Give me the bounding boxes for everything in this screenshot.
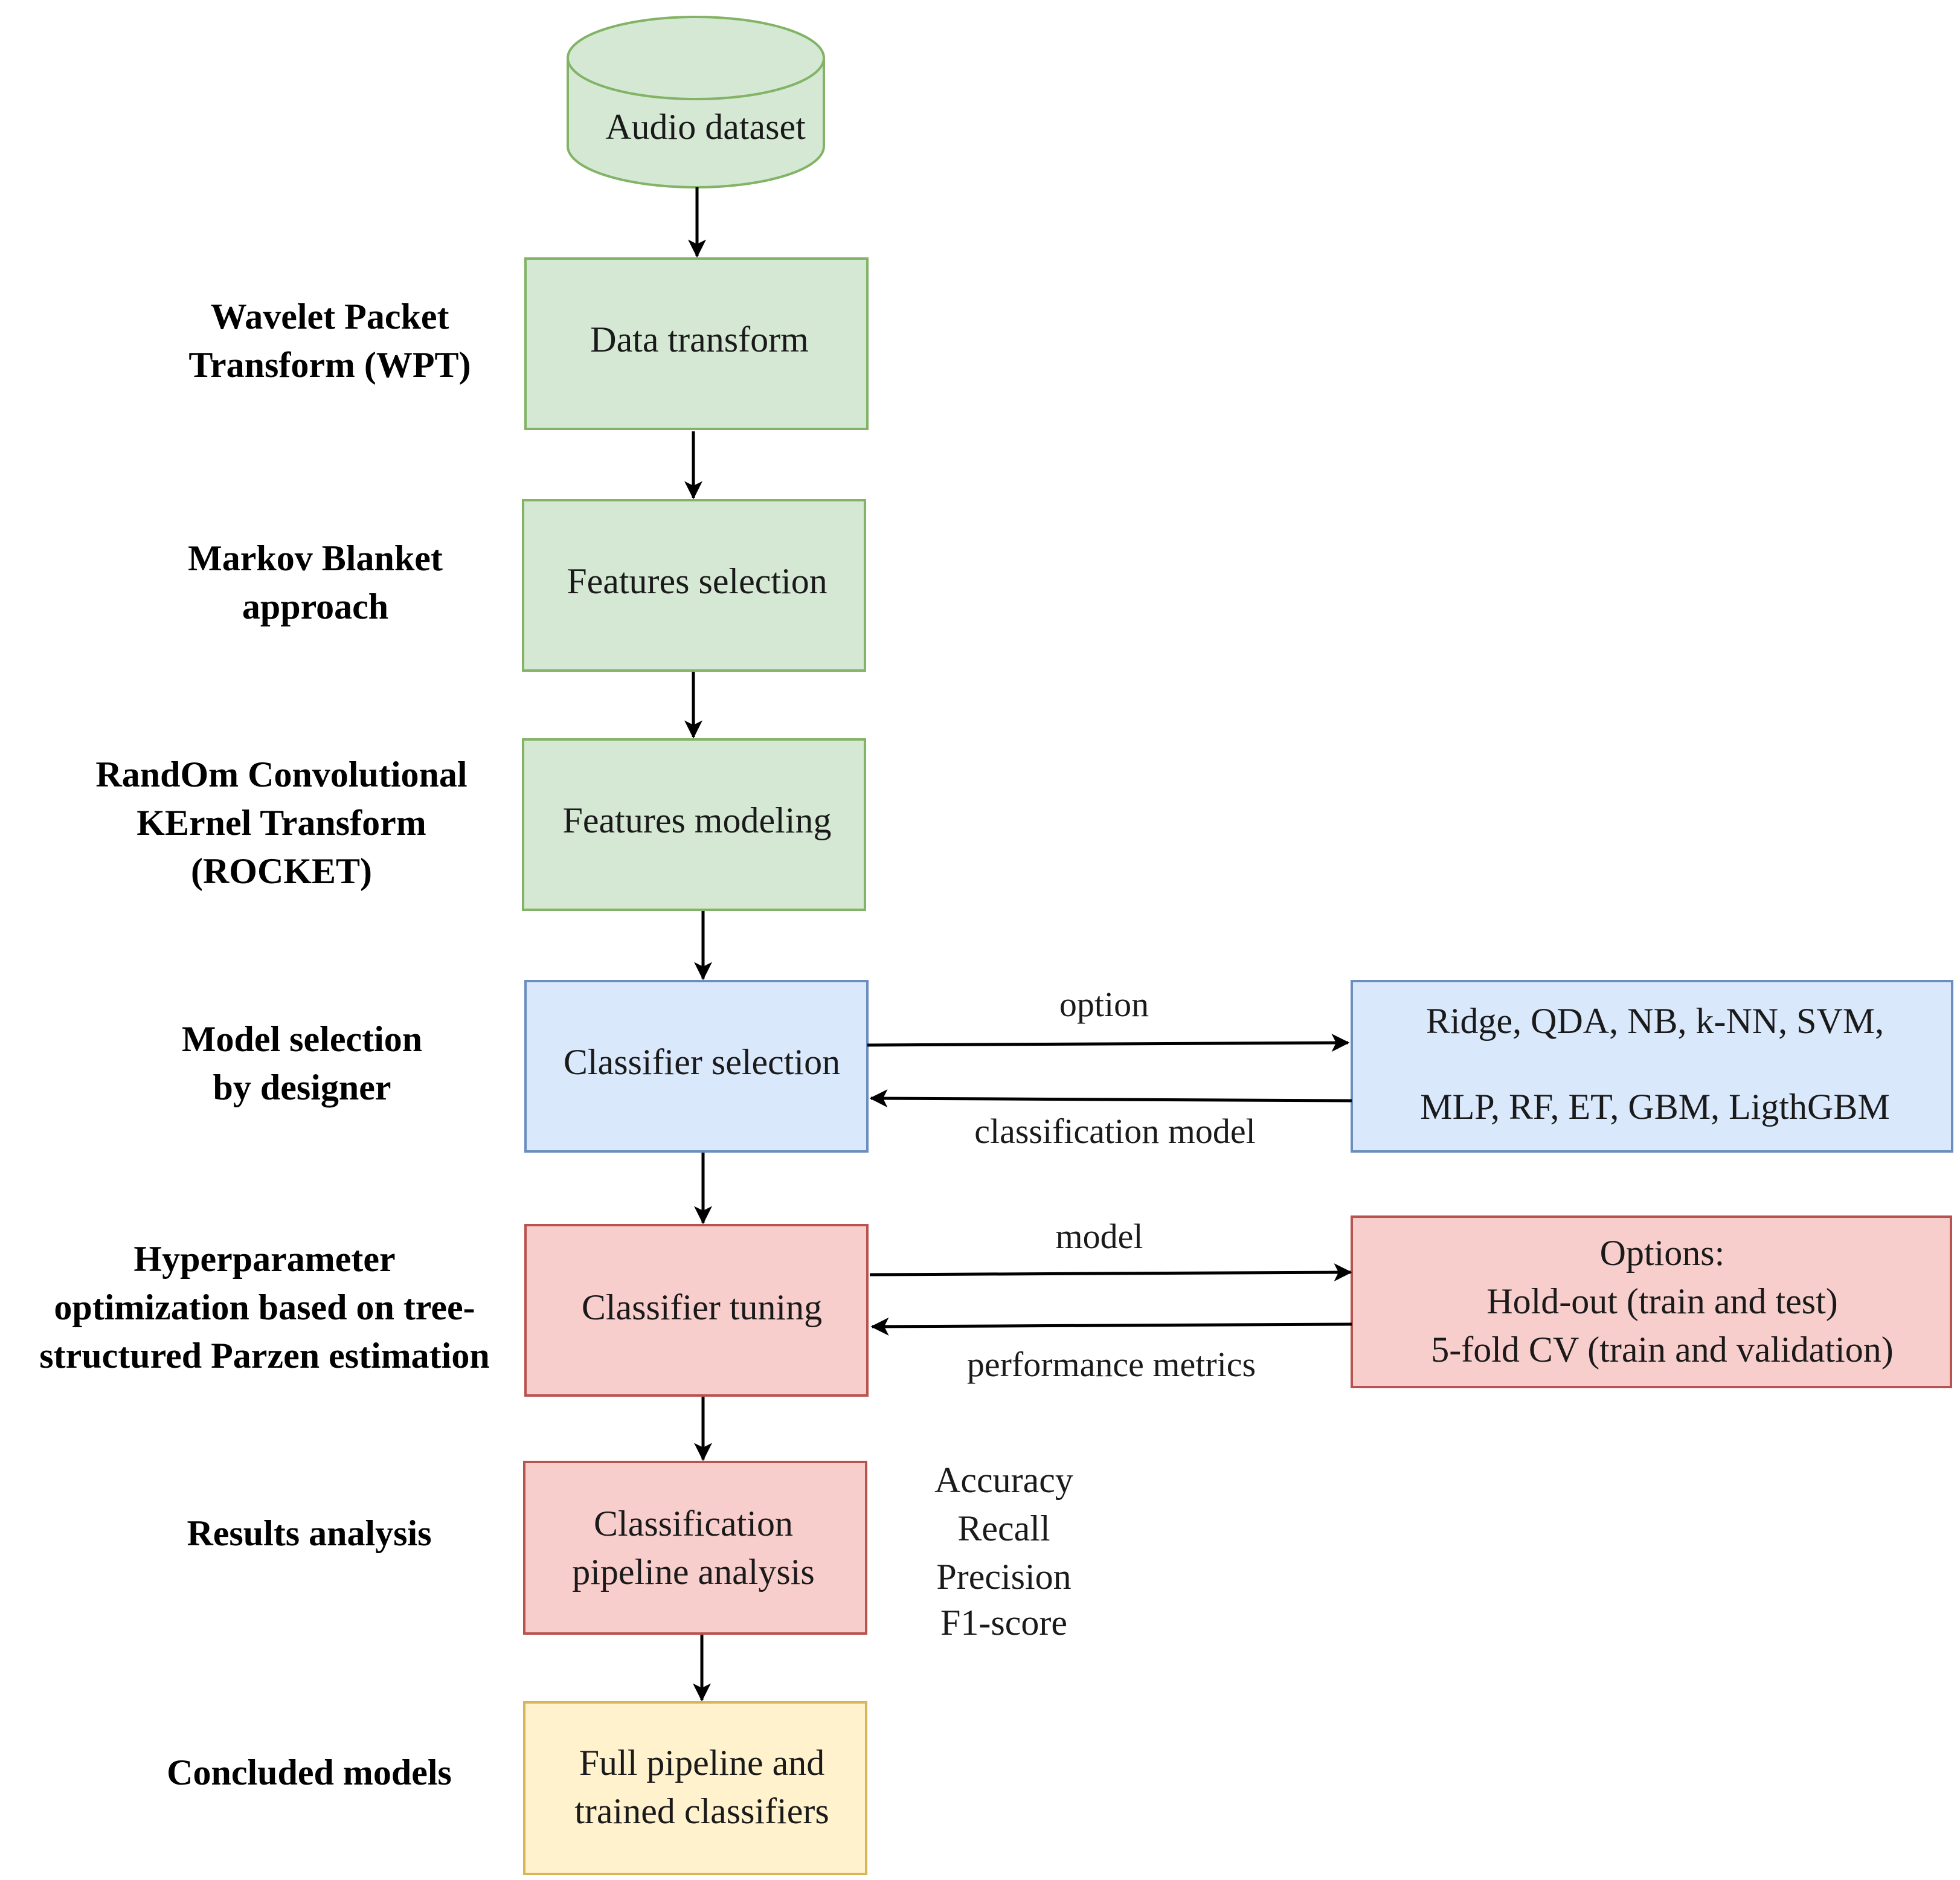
stage-label-concluded: Concluded models (167, 1753, 452, 1792)
classifier-options-line-1: Ridge, QDA, NB, k-NN, SVM, (1426, 1001, 1884, 1041)
stage-label-rocket: RandOm Convolutional KErnel Transform (R… (95, 755, 467, 891)
stage-label-model-selection: Model selection by designer (182, 1019, 422, 1107)
full-pipeline-node: Full pipeline and trained classifiers (523, 1701, 867, 1875)
tuning-options-node: Options: Hold-out (train and test) 5-fol… (1351, 1215, 1952, 1388)
stage-label-model-selection-line-2: by designer (213, 1067, 391, 1107)
stage-label-markov-line-2: approach (242, 587, 388, 626)
classifier-tuning-label: Classifier tuning (582, 1287, 822, 1327)
stage-label-wpt-line-1: Wavelet Packet (211, 297, 449, 336)
features-selection-node: Features selection (522, 499, 866, 672)
stage-label-rocket-line-3: (ROCKET) (191, 851, 372, 891)
full-pipeline-line-1: Full pipeline and (579, 1743, 825, 1783)
stage-label-markov-line-1: Markov Blanket (188, 538, 443, 578)
stage-label-hyperparameter-line-2: optimization based on tree- (54, 1287, 475, 1327)
edge-label-model: model (1056, 1217, 1143, 1256)
pipeline-analysis-line-1: Classification (594, 1504, 793, 1544)
classifier-options-line-2: MLP, RF, ET, GBM, LigthGBM (1420, 1087, 1890, 1127)
stage-label-rocket-line-2: KErnel Transform (137, 803, 426, 843)
features-modeling-label: Features modeling (563, 800, 832, 840)
classifier-selection-label: Classifier selection (564, 1042, 840, 1082)
tuning-options-line-1: Options: (1600, 1233, 1725, 1273)
metrics-list: Accuracy Recall Precision F1-score (934, 1460, 1073, 1643)
tuning-options-line-2: Hold-out (train and test) (1486, 1281, 1838, 1321)
pipeline-analysis-node: Classification pipeline analysis (523, 1461, 867, 1635)
stage-label-markov: Markov Blanket approach (188, 538, 443, 626)
classifier-tuning-node: Classifier tuning (524, 1224, 869, 1397)
data-transform-label: Data transform (590, 320, 809, 359)
full-pipeline-line-2: trained classifiers (574, 1791, 829, 1831)
edge-label-classification-model: classification model (974, 1112, 1255, 1151)
metric-f1-score: F1-score (940, 1603, 1067, 1643)
arrow-classification-model (869, 1089, 1352, 1108)
data-transform-node: Data transform (524, 257, 869, 430)
metric-accuracy: Accuracy (934, 1460, 1073, 1500)
classifier-selection-node: Classifier selection (524, 980, 869, 1153)
stage-label-model-selection-line-1: Model selection (182, 1019, 422, 1059)
features-selection-label: Features selection (567, 561, 827, 601)
arrow-performance-metrics (870, 1317, 1352, 1336)
arrow-option (867, 1034, 1350, 1052)
metric-recall: Recall (957, 1508, 1050, 1548)
tuning-options-line-3: 5-fold CV (train and validation) (1431, 1330, 1893, 1370)
audio-dataset-node: Audio dataset (567, 16, 825, 188)
stage-label-hyperparameter-line-3: structured Parzen estimation (39, 1336, 489, 1376)
stage-label-hyperparameter: Hyperparameter optimization based on tre… (39, 1239, 489, 1376)
stage-label-rocket-line-1: RandOm Convolutional (95, 755, 467, 794)
pipeline-analysis-line-2: pipeline analysis (572, 1552, 815, 1592)
edge-label-performance-metrics: performance metrics (967, 1345, 1256, 1384)
classifier-options-node: Ridge, QDA, NB, k-NN, SVM, MLP, RF, ET, … (1351, 980, 1953, 1153)
stage-label-wpt-line-2: Transform (WPT) (188, 345, 471, 385)
stage-label-hyperparameter-line-1: Hyperparameter (133, 1239, 395, 1279)
audio-dataset-label: Audio dataset (605, 107, 806, 147)
arrow-model (869, 1263, 1352, 1282)
metric-precision: Precision (936, 1557, 1071, 1597)
edge-label-option: option (1059, 985, 1149, 1024)
features-modeling-node: Features modeling (522, 738, 866, 911)
stage-label-wpt: Wavelet Packet Transform (WPT) (188, 297, 471, 385)
stage-label-results: Results analysis (187, 1513, 431, 1553)
